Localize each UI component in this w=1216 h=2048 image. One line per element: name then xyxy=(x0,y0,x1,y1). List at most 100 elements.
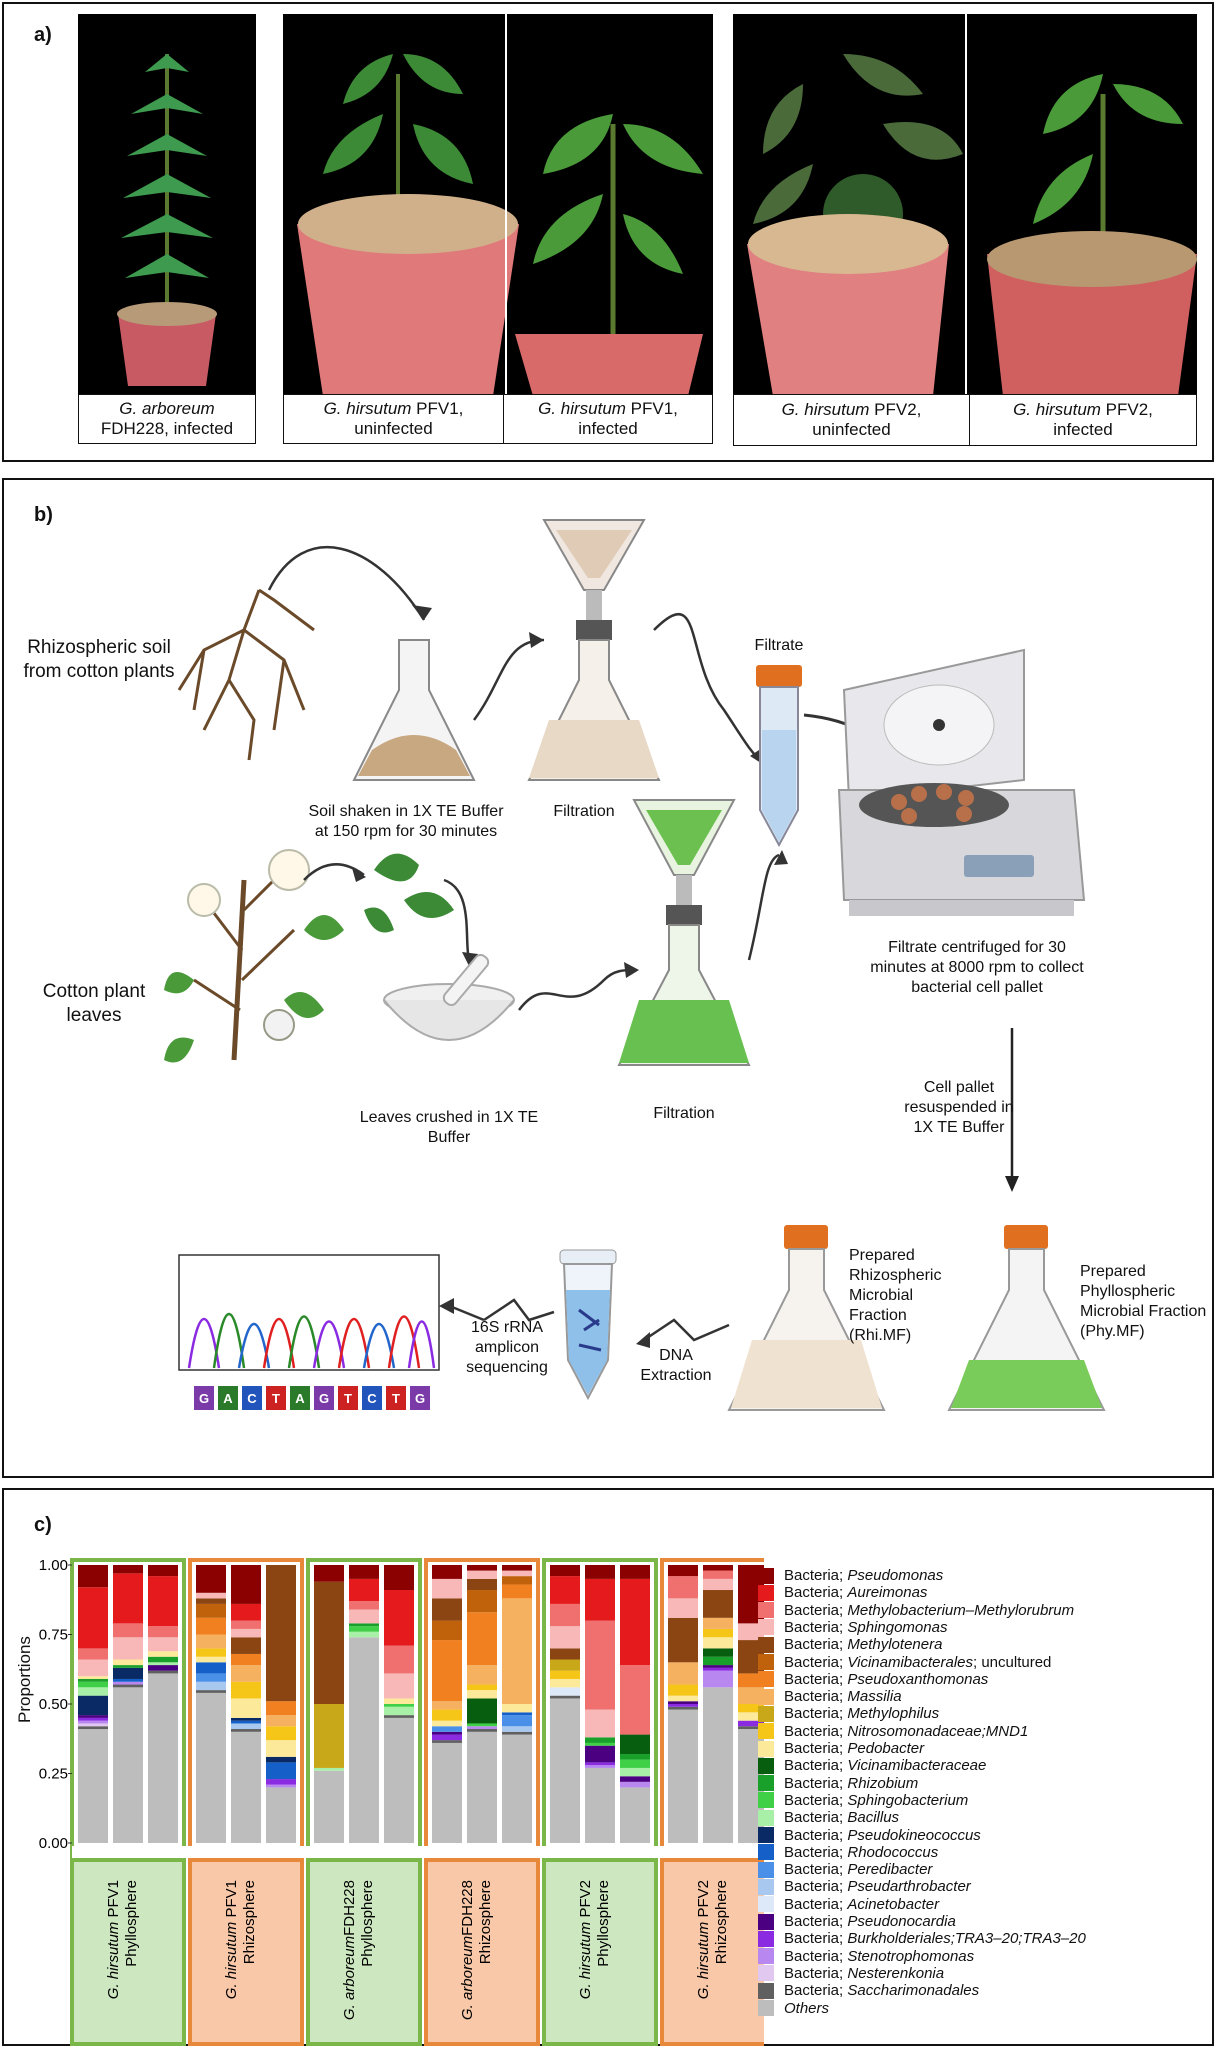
group-frame xyxy=(424,1558,540,1862)
bar-segment xyxy=(502,1715,532,1727)
bar-segment xyxy=(196,1681,226,1691)
mortar-pestle-icon xyxy=(383,953,515,1041)
legend-swatch xyxy=(758,1896,774,1913)
filtrate-tube-icon xyxy=(756,665,802,848)
bar-segment xyxy=(78,1717,108,1721)
legend-prefix: Bacteria; xyxy=(784,1688,848,1706)
prep-phyllo-label: Prepared Phyllospheric Microbial Fractio… xyxy=(1080,1263,1207,1340)
bar-segment xyxy=(585,1767,615,1843)
legend-prefix: Bacteria; xyxy=(784,1636,848,1654)
roots-icon xyxy=(177,588,315,761)
bar-segment xyxy=(703,1617,733,1629)
sample-tube-icon xyxy=(559,1249,617,1401)
legend-item: Bacteria; Pseudomonas xyxy=(758,1567,943,1584)
bar-segment xyxy=(78,1723,108,1727)
caption-5-rest: PFV2, xyxy=(1100,400,1153,419)
bar-segment xyxy=(384,1704,414,1707)
bar-segment xyxy=(467,1684,497,1691)
caption-5-species: G. hirsutum xyxy=(1013,400,1101,419)
bar-segment xyxy=(196,1592,226,1599)
bar-segment xyxy=(148,1637,178,1652)
filtration-flask-2-icon xyxy=(617,799,751,1066)
bar-segment xyxy=(196,1598,226,1604)
bar-segment xyxy=(585,1565,615,1579)
bar-segment xyxy=(432,1620,462,1641)
legend-item: Bacteria; Methylotenera xyxy=(758,1636,942,1653)
bar-segment xyxy=(585,1765,615,1768)
bar-segment xyxy=(231,1620,261,1629)
bar-segment xyxy=(148,1651,178,1657)
workflow-diagram xyxy=(164,519,1106,1411)
legend-swatch xyxy=(758,1567,774,1584)
legend-name: Vicinamibacterales xyxy=(847,1653,973,1671)
bar-segment xyxy=(620,1665,650,1735)
flask-phyllo-icon xyxy=(947,1225,1106,1411)
bar-segment xyxy=(502,1576,532,1585)
base-tile: C xyxy=(242,1386,262,1410)
bar-segment xyxy=(550,1695,580,1699)
legend-name: Pseudarthrobacter xyxy=(847,1878,971,1896)
legend-prefix: Bacteria; xyxy=(784,1930,848,1948)
legend-prefix: Bacteria; xyxy=(784,1584,848,1602)
legend-item: Bacteria; Vicinamibacterales; uncultured xyxy=(758,1654,1051,1671)
legend-name: Aureimonas xyxy=(847,1584,928,1602)
bar-segment xyxy=(196,1617,226,1635)
base-tile: T xyxy=(266,1386,286,1410)
bar-segment xyxy=(266,1726,296,1741)
legend-prefix: Bacteria; xyxy=(784,1618,848,1636)
y-tick-label: 0.00 xyxy=(39,1835,68,1852)
bar-segment xyxy=(266,1762,296,1780)
bar-segment xyxy=(196,1603,226,1618)
legend-item: Bacteria; Pseudoxanthomonas xyxy=(758,1671,988,1688)
bar-segment xyxy=(703,1670,733,1688)
bar-segment xyxy=(467,1565,497,1571)
caption-3-line2: infected xyxy=(578,419,638,438)
bar-segment xyxy=(314,1770,344,1843)
legend-prefix: Bacteria; xyxy=(784,1947,848,1965)
bar-segment xyxy=(148,1565,178,1577)
bar-segment xyxy=(550,1670,580,1679)
bar-segment xyxy=(467,1570,497,1579)
group-label-line1: G. hirsutum PFV1 xyxy=(223,1880,240,1999)
legend-item: Bacteria; Saccharimonadales xyxy=(758,1982,979,1999)
bar-segment xyxy=(78,1720,108,1724)
bar-segment xyxy=(585,1620,615,1710)
legend-item: Bacteria; Vicinamibacteraceae xyxy=(758,1757,986,1774)
legend-item: Bacteria; Rhodococcus xyxy=(758,1844,938,1861)
bar-segment xyxy=(668,1598,698,1618)
bar-segment xyxy=(78,1687,108,1696)
caption-5-line2: infected xyxy=(1053,420,1113,439)
legend-item: Bacteria; Pseudokineococcus xyxy=(758,1827,981,1844)
bar-segment xyxy=(113,1665,143,1668)
bar-segment xyxy=(585,1709,615,1738)
bar-segment xyxy=(148,1656,178,1663)
bar-segment xyxy=(738,1712,764,1721)
legend-swatch xyxy=(758,1775,774,1792)
bar-segment xyxy=(668,1565,698,1577)
bar-segment xyxy=(314,1704,344,1768)
bar-segment xyxy=(349,1601,379,1610)
caption-2-rest: PFV1, xyxy=(411,399,464,418)
base-tile: A xyxy=(218,1386,238,1410)
bar-segment xyxy=(668,1617,698,1663)
legend-name: Pseudokineococcus xyxy=(847,1826,981,1844)
bar-segment xyxy=(314,1767,344,1771)
bar-segment xyxy=(550,1576,580,1604)
legend-swatch xyxy=(758,1982,774,1999)
caption-4-line2: uninfected xyxy=(812,420,891,439)
bar-segment xyxy=(585,1745,615,1763)
bar-segment xyxy=(266,1715,296,1727)
sequencing-label: 16S rRNA amplicon sequencing xyxy=(466,1319,548,1376)
group-label-box xyxy=(542,1856,658,2046)
bar-segment xyxy=(266,1740,296,1757)
bar-segment xyxy=(585,1742,615,1746)
filtrate-label: Filtrate xyxy=(754,637,804,654)
bar-segment xyxy=(703,1648,733,1657)
caption-2: G. hirsutum PFV1, uninfected xyxy=(283,394,504,444)
bar-segment xyxy=(266,1779,296,1785)
bar-segment xyxy=(620,1759,650,1768)
legend-item: Bacteria; Pseudarthrobacter xyxy=(758,1878,971,1895)
bar-segment xyxy=(148,1673,178,1843)
bar-segment xyxy=(620,1734,650,1755)
filtration-1-label: Filtration xyxy=(553,803,615,820)
